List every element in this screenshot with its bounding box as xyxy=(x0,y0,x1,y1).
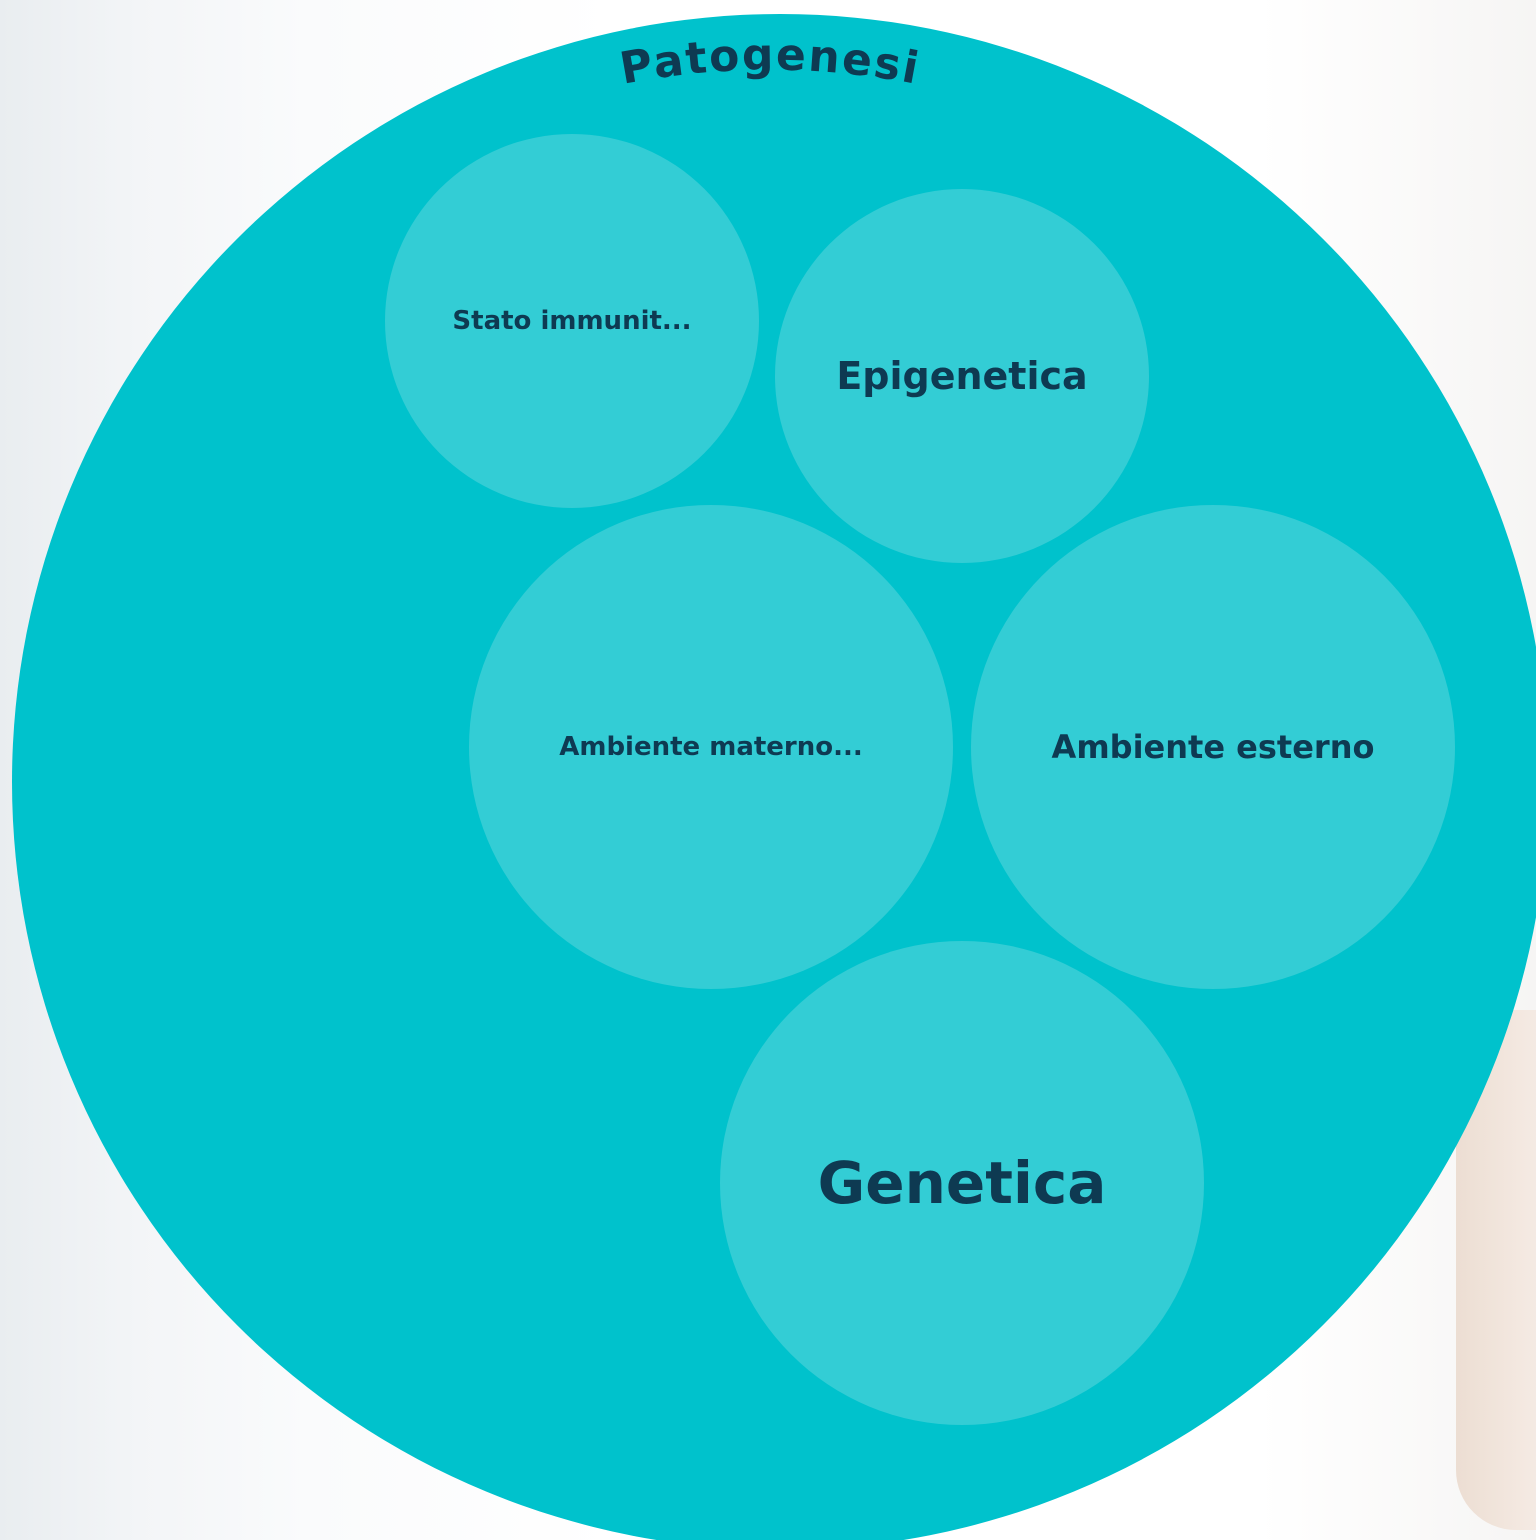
bubble-circle[interactable] xyxy=(469,505,953,989)
bubble-stato-immunitario[interactable]: Stato immunit... xyxy=(385,134,759,508)
bubble-circle[interactable] xyxy=(971,505,1455,989)
bubble-circle[interactable] xyxy=(720,941,1204,1425)
bubble-genetica[interactable]: Genetica xyxy=(720,941,1204,1425)
bubble-circle[interactable] xyxy=(385,134,759,508)
bubble-ambiente-esterno[interactable]: Ambiente esterno xyxy=(971,505,1455,989)
bubble-ambiente-materno[interactable]: Ambiente materno... xyxy=(469,505,953,989)
bubble-circle[interactable] xyxy=(775,189,1149,563)
bubble-epigenetica[interactable]: Epigenetica xyxy=(775,189,1149,563)
